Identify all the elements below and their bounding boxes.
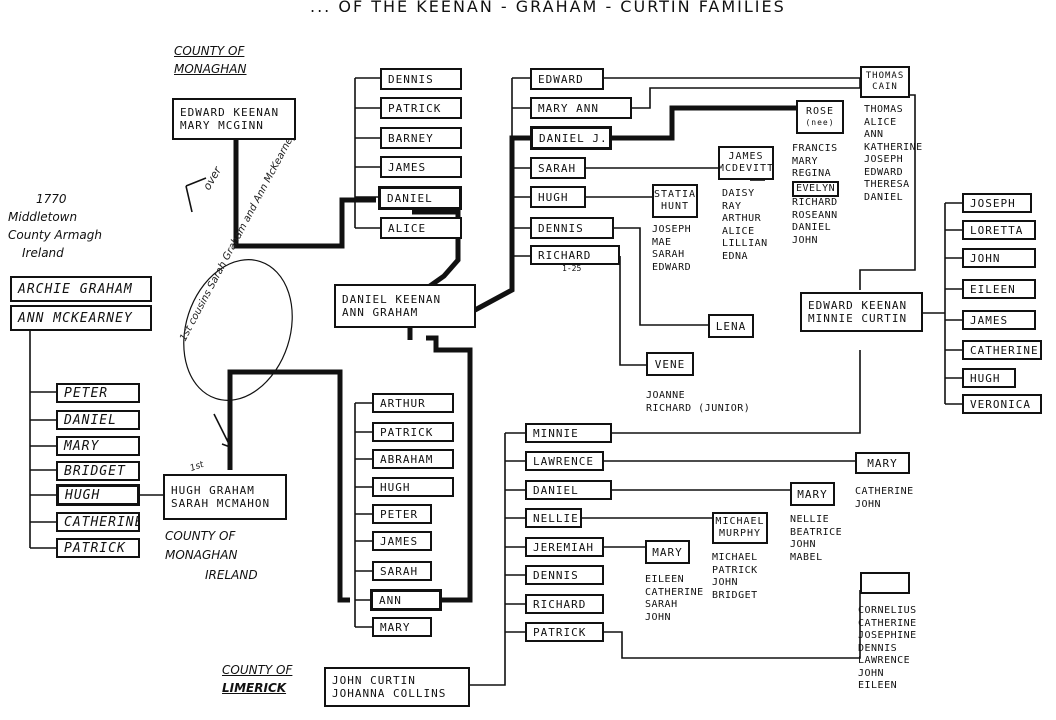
graham-child-daniel[interactable]: DANIEL — [56, 410, 140, 430]
label-middletown: Middletown — [8, 210, 78, 224]
graham2-child-patrick[interactable]: PATRICK — [372, 422, 454, 442]
graham2-child-abraham[interactable]: ABRAHAM — [372, 449, 454, 469]
keenan2-child-daniel-j[interactable]: DANIEL J. — [530, 126, 612, 150]
curtin-child-richard[interactable]: RICHARD — [525, 594, 604, 614]
curtin-child-jeremiah[interactable]: JEREMIAH — [525, 537, 604, 557]
label-monaghan-bottom-line2: MONAGHAN — [165, 548, 238, 562]
curtin-child-patrick[interactable]: PATRICK — [525, 622, 604, 642]
label-limerick-line2: LIMERICK — [222, 681, 287, 695]
keenan-child-alice[interactable]: ALICE — [380, 217, 462, 239]
person-ann-mckearney[interactable]: ANN McKEARNEY — [10, 305, 152, 331]
couple-name-1: EDWARD KEENAN — [180, 105, 280, 119]
keenan3-child-james[interactable]: JAMES — [962, 310, 1036, 330]
couple-name-1: DANIEL KEENAN — [342, 292, 442, 306]
spouse-vene[interactable]: VENE — [646, 352, 694, 376]
label-county-armagh: County Armagh — [8, 228, 102, 242]
curtin-child-minnie[interactable]: MINNIE — [525, 423, 612, 443]
list-vene-children: JOANNE RICHARD (junior) — [646, 390, 751, 414]
keenan2-child-hugh[interactable]: HUGH — [530, 186, 586, 208]
graham-child-peter[interactable]: PETER — [56, 383, 140, 403]
graham2-child-peter[interactable]: PETER — [372, 504, 432, 524]
couple-edward-keenan-minnie-curtin[interactable]: EDWARD KEENAN MINNIE CURTIN — [800, 292, 923, 332]
keenan2-child-richard[interactable]: RICHARD — [530, 245, 620, 265]
label-limerick-line1: COUNTY OF — [222, 663, 293, 677]
graham2-child-ann[interactable]: ANN — [370, 589, 442, 611]
couple-name-2: MARY McGINN — [180, 119, 264, 132]
keenan3-child-catherine[interactable]: CATHERINE — [962, 340, 1042, 360]
keenan-child-patrick[interactable]: PATRICK — [380, 97, 462, 119]
keenan-child-james[interactable]: JAMES — [380, 156, 462, 178]
spouse-lena[interactable]: LENA — [708, 314, 754, 338]
curtin-child-nellie[interactable]: NELLIE — [525, 508, 582, 528]
graham2-child-mary[interactable]: MARY — [372, 617, 432, 637]
page-title: ... OF THE KEENAN - GRAHAM - CURTIN FAMI… — [310, 0, 786, 16]
keenan2-child-mary-ann[interactable]: MARY ANN — [530, 97, 632, 119]
graham-child-mary[interactable]: MARY — [56, 436, 140, 456]
keenan-child-barney[interactable]: BARNEY — [380, 127, 462, 149]
keenan2-child-edward[interactable]: EDWARD — [530, 68, 604, 90]
couple-edward-keenan-mary-mcginn[interactable]: EDWARD KEENAN MARY McGINN — [172, 98, 296, 140]
graham2-child-sarah[interactable]: SARAH — [372, 561, 432, 581]
keenan3-child-eileen[interactable]: EILEEN — [962, 279, 1036, 299]
person-archie-graham[interactable]: ARCHIE GRAHAM — [10, 276, 152, 302]
graham-child-bridget[interactable]: BRIDGET — [56, 461, 140, 481]
keenan2-child-sarah[interactable]: SARAH — [530, 157, 586, 179]
couple-name-1: HUGH GRAHAM — [171, 483, 255, 497]
richard-note: 1-25 — [562, 264, 582, 273]
curtin-child-dennis[interactable]: DENNIS — [525, 565, 604, 585]
couple-name-2: ANN GRAHAM — [342, 306, 419, 319]
keenan3-child-veronica[interactable]: VERONICA — [962, 394, 1042, 414]
curtin-child-daniel[interactable]: DANIEL — [525, 480, 612, 500]
spouse-thomas-cain[interactable]: THOMAS CAIN — [860, 66, 910, 98]
couple-name-2: SARAH McMAHON — [171, 497, 271, 510]
spouse-mary-jeremiah[interactable]: MARY — [645, 540, 690, 564]
graham2-child-arthur[interactable]: ARTHUR — [372, 393, 454, 413]
list-thomas-cain-children: THOMAS ALICE ANN KATHERINE JOSEPH EDWARD… — [864, 104, 923, 203]
couple-john-curtin-johanna-collins[interactable]: JOHN CURTIN JOHANNA COLLINS — [324, 667, 470, 707]
spouse-mary-lawrence[interactable]: MARY — [855, 452, 910, 474]
keenan-child-daniel[interactable]: DANIEL — [378, 186, 462, 210]
list-murphy-children: MICHAEL PATRICK JOHN BRIDGET — [712, 552, 758, 601]
list-rose-children: FRANCIS MARY REGINA EVELYN RICHARD ROSEA… — [792, 143, 840, 246]
label-year: 1770 — [36, 192, 67, 206]
couple-hugh-graham-sarah-mcmahon[interactable]: HUGH GRAHAM SARAH McMAHON — [163, 474, 287, 520]
label-ireland-top: Ireland — [22, 246, 64, 260]
spouse-james-mcdevitt[interactable]: JAMES McDEVITT — [718, 146, 774, 180]
list-patrick-children: CORNELIUS CATHERINE JOSEPHINE DENNIS LAW… — [858, 605, 917, 691]
graham2-child-hugh[interactable]: HUGH — [372, 477, 454, 497]
label-monaghan-top-line1: COUNTY OF — [174, 44, 245, 58]
list-mary-lawrence-children: CATHERINE JOHN — [855, 486, 914, 510]
list-mary-jeremiah-children: EILEEN CATHERINE SARAH JOHN — [645, 574, 704, 623]
list-mcdevitt-children: DAISY RAY ARTHUR ALICE LILLIAN EDNA — [722, 188, 768, 262]
keenan3-child-john[interactable]: JOHN — [962, 248, 1036, 268]
couple-name-1: EDWARD KEENAN — [808, 298, 908, 312]
couple-name-2: MINNIE CURTIN — [808, 312, 908, 325]
couple-name-2: JOHANNA COLLINS — [332, 687, 447, 700]
spouse-blank[interactable] — [860, 572, 910, 594]
keenan-child-dennis[interactable]: DENNIS — [380, 68, 462, 90]
graham2-child-james[interactable]: JAMES — [372, 531, 432, 551]
spouse-rose[interactable]: ROSE (nee) — [796, 100, 844, 134]
list-mary-daniel-children: NELLIE BEATRICE JOHN MABEL — [790, 514, 843, 563]
list-statia-hunt-children: JOSEPH MAE SARAH EDWARD — [652, 224, 692, 273]
keenan3-child-hugh[interactable]: HUGH — [962, 368, 1016, 388]
label-monaghan-top-line2: MONAGHAN — [174, 62, 247, 76]
graham-child-catherine[interactable]: CATHERINE — [56, 512, 140, 532]
keenan3-child-joseph[interactable]: JOSEPH — [962, 193, 1032, 213]
curtin-child-lawrence[interactable]: LAWRENCE — [525, 451, 604, 471]
spouse-mary-daniel[interactable]: MARY — [790, 482, 835, 506]
graham-child-hugh[interactable]: HUGH — [56, 484, 140, 506]
keenan3-child-loretta[interactable]: LORETTA — [962, 220, 1036, 240]
spouse-michael-murphy[interactable]: MICHAEL MURPHY — [712, 512, 768, 544]
couple-name-1: JOHN CURTIN — [332, 673, 416, 687]
graham-child-patrick[interactable]: PATRICK — [56, 538, 140, 558]
label-ireland-bottom: IRELAND — [205, 568, 258, 582]
keenan2-child-dennis[interactable]: DENNIS — [530, 217, 614, 239]
couple-daniel-keenan-ann-graham[interactable]: DANIEL KEENAN ANN GRAHAM — [334, 284, 476, 328]
spouse-statia-hunt[interactable]: STATIA HUNT — [652, 184, 698, 218]
label-monaghan-bottom-line1: COUNTY OF — [165, 529, 236, 543]
